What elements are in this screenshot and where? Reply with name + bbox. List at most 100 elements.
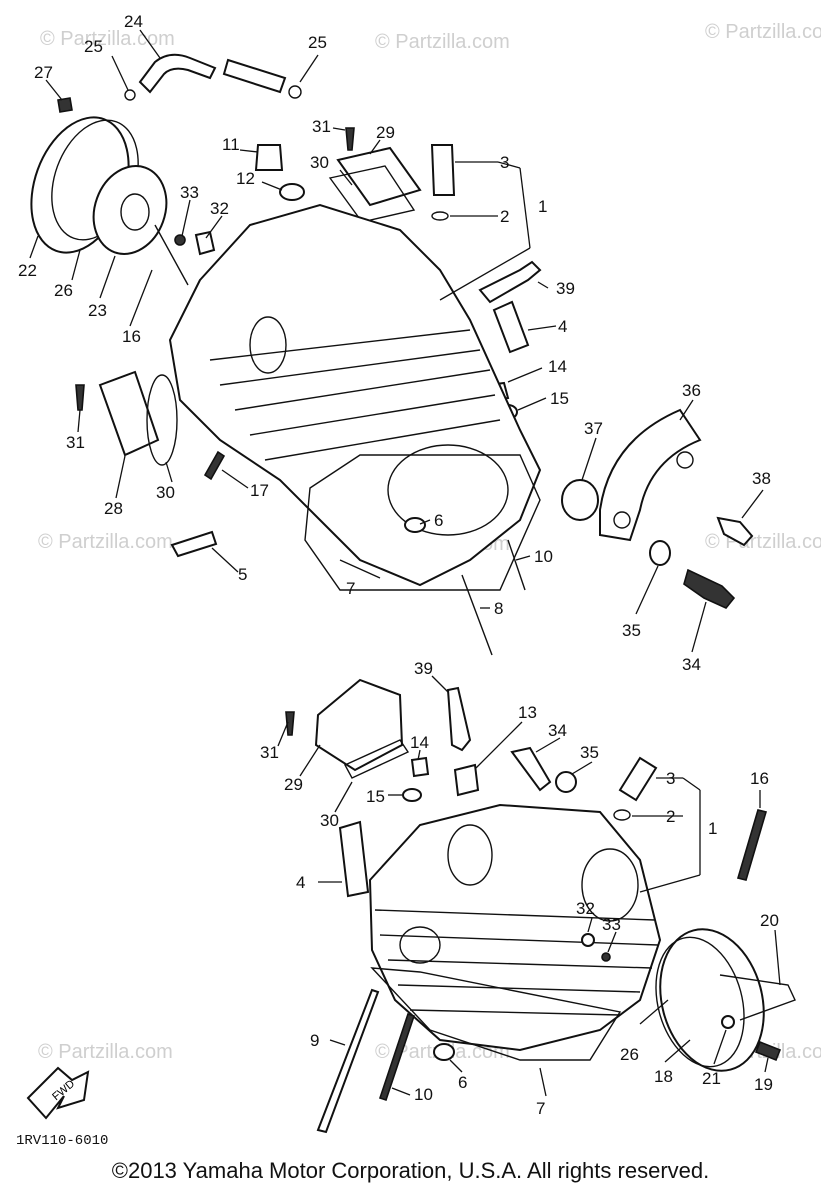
callout-26: 26 [54,281,73,300]
callout-8: 8 [494,599,503,618]
watermark: © Partzilla.com [705,21,821,43]
spring [203,450,226,481]
bolt [581,933,595,947]
washer [649,540,671,566]
callout-9: 9 [310,1031,319,1050]
callout-31: 31 [260,743,279,762]
callout-26: 26 [620,1045,639,1064]
watermark: © Partzilla.com [40,28,175,50]
callout-37: 37 [584,419,603,438]
circlip [613,809,631,821]
bolt [75,384,85,411]
cooling-fin [234,369,491,411]
collar [561,479,599,521]
stud-bolt [154,224,189,286]
circlip [431,211,449,221]
dowel-pin [404,517,426,533]
port [581,848,639,922]
valve-cover [314,678,404,772]
callout-25: 25 [308,33,327,52]
callout-14: 14 [548,357,567,376]
cylinder-head [368,803,662,1052]
cooling-fin [219,349,481,386]
callout-10: 10 [534,547,553,566]
bolt [194,230,216,256]
callout-4: 4 [296,873,305,892]
callout-7: 7 [346,579,355,598]
callout-32: 32 [210,199,229,218]
bottom-assembly: FWD [26,678,796,1134]
valve-guide [618,756,658,802]
callout-2: 2 [666,807,675,826]
watermark: © Partzilla.com [705,531,821,553]
breather-pipe [719,974,796,1021]
hose-pipe [222,58,287,94]
callout-28: 28 [104,499,123,518]
callout-11: 11 [222,135,240,154]
callout-31: 31 [66,433,85,452]
side-plate [92,165,168,255]
cooling-fin [397,984,641,993]
watermark: © Partzilla.com [38,1041,173,1063]
stud-bolt [736,809,768,881]
port [447,824,493,886]
spark-plug [478,260,542,304]
cooling-fin [249,394,496,436]
callout-35: 35 [580,743,599,762]
side-plate-hole [120,193,150,231]
callout-24: 24 [124,12,143,31]
plug [453,763,480,797]
callout-21: 21 [702,1069,721,1088]
hose-clip [288,85,302,99]
callout-15: 15 [550,389,569,408]
bolt [345,127,355,151]
callout-30: 30 [156,483,175,502]
hose [492,300,530,354]
spark-plug [446,686,472,752]
callouts: 24 25 25 27 31 29 11 3 12 30 2 1 33 32 3… [18,12,779,1118]
cooling-fin [374,909,656,921]
callout-27: 27 [34,63,53,82]
callout-20: 20 [760,911,779,930]
bolt [754,1040,782,1062]
watermark: © Partzilla.com [375,31,510,53]
bolt [510,746,552,792]
leader-lines [29,29,781,1097]
callout-6: 6 [434,511,443,530]
callout-33: 33 [180,183,199,202]
callout-31: 31 [312,117,331,136]
callout-7: 7 [536,1099,545,1118]
cylinder-head [168,203,542,587]
head-gasket [304,454,541,591]
callout-12: 12 [236,169,255,188]
bolt [601,952,611,962]
washer [555,771,577,793]
side-cover-gasket [655,936,745,1068]
callout-39: 39 [414,659,433,678]
stud-bolt [461,574,493,656]
tappet-cover [98,370,160,457]
breather-hose [138,53,217,94]
valve-cover [336,146,422,207]
callout-14: 14 [410,733,429,752]
cooling-fin [387,959,653,969]
bracket-hole [613,511,631,529]
callout-33: 33 [602,915,621,934]
engine-bracket [599,408,702,542]
bolt [57,97,73,113]
callout-39: 39 [556,279,575,298]
cooling-fin [264,419,501,461]
callout-15: 15 [366,787,385,806]
bolt [721,1015,735,1029]
callout-19: 19 [754,1075,773,1094]
o-ring [146,374,178,466]
callout-30: 30 [320,811,339,830]
fwd-arrow [26,1066,90,1120]
callout-13: 13 [518,703,537,722]
port [399,926,441,964]
callout-16: 16 [750,769,769,788]
hose [338,820,370,898]
callout-3: 3 [500,153,509,172]
callout-34: 34 [548,721,567,740]
